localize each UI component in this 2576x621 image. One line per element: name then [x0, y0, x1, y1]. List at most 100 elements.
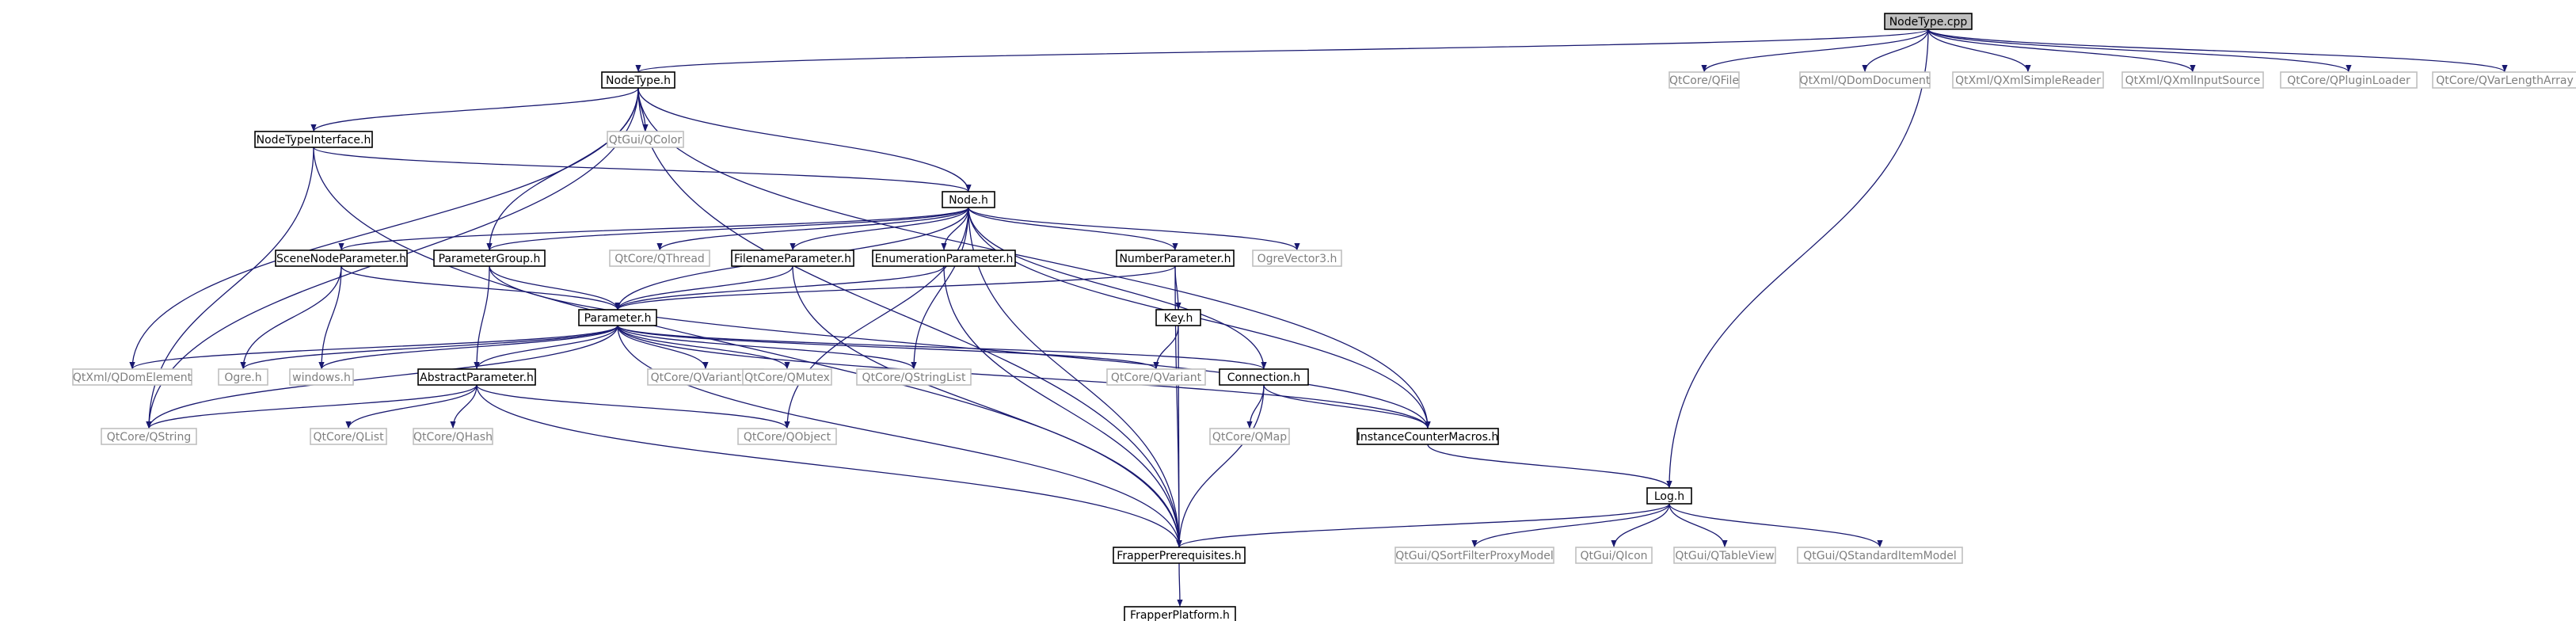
node-box[interactable]	[578, 309, 657, 326]
node-box[interactable]	[417, 368, 536, 386]
node-label: InstanceCounterMacros.h	[1357, 431, 1498, 444]
node-node-h[interactable]: Node.h	[942, 191, 995, 208]
node-frapperplatform-h[interactable]: FrapperPlatform.h	[1124, 606, 1236, 621]
node-qhash: QtCore/QHash	[413, 428, 493, 445]
node-box	[101, 428, 197, 445]
node-box[interactable]	[1116, 250, 1235, 267]
edge-parameter_h-to-qdomelement	[129, 325, 618, 370]
node-qobject: QtCore/QObject	[737, 428, 837, 445]
node-label: windows.h	[292, 371, 351, 384]
node-enumerationparameter-h[interactable]: EnumerationParameter.h	[872, 250, 1016, 267]
node-label: QtCore/QList	[313, 431, 384, 444]
edge-frapperprerequisites_h-to-frapperplatform_h	[1177, 562, 1183, 608]
node-label: QtXml/QDomElement	[73, 371, 192, 384]
node-scenenodeparameter-h[interactable]: SceneNodeParameter.h	[275, 250, 408, 267]
node-box	[218, 368, 268, 386]
edge-abstractparameter_h-to-qobject	[476, 384, 790, 429]
edge-nodetype_h-to-qdomelement	[129, 87, 639, 370]
node-box[interactable]	[731, 250, 854, 267]
node-key-h[interactable]: Key.h	[1155, 309, 1201, 326]
node-label: QtCore/QMap	[1212, 431, 1287, 444]
node-label: FilenameParameter.h	[734, 253, 851, 265]
edge-parameter_h-to-qvariant	[617, 325, 1159, 370]
node-abstractparameter-h[interactable]: AbstractParameter.h	[417, 368, 536, 386]
edge-scenenodeparameter_h-to-windows_h	[318, 265, 342, 370]
node-nodetype-cpp[interactable]: NodeType.cpp	[1884, 13, 1973, 30]
node-filenameparameter-h[interactable]: FilenameParameter.h	[731, 250, 854, 267]
node-box	[1669, 71, 1740, 89]
edge-nodetype_cpp-to-nodetype_h	[635, 29, 1929, 73]
node-label: QtCore/QPluginLoader	[2287, 74, 2410, 87]
edge-enumerationparameter_h-to-parameter_h	[615, 265, 945, 310]
node-box	[1252, 250, 1342, 267]
node-parametergroup-h[interactable]: ParameterGroup.h	[433, 250, 546, 267]
node-label: NodeType.cpp	[1889, 16, 1968, 29]
edge-parameter_h-to-instancecountermacros_h	[617, 325, 1431, 429]
edge-filenameparameter_h-to-parameter_h	[615, 265, 793, 310]
node-box	[2432, 71, 2576, 89]
node-frapperprerequisites-h[interactable]: FrapperPrerequisites.h	[1113, 547, 1246, 564]
edge-nodetypeinterface_h-to-node_h	[313, 147, 972, 192]
edge-nodetype_cpp-to-qfile	[1701, 29, 1929, 73]
edge-node_h-to-frapperprerequisites_h	[968, 207, 1182, 548]
node-label: QtCore/QHash	[413, 431, 493, 444]
edge-connection_h-to-frapperprerequisites_h	[1176, 384, 1265, 548]
node-parameter-h[interactable]: Parameter.h	[578, 309, 657, 326]
node-box	[609, 250, 710, 267]
node-qcolor: QtGui/QColor	[607, 131, 684, 148]
edge-filenameparameter_h-to-frapperprerequisites_h	[792, 265, 1182, 548]
node-qpluginloader: QtCore/QPluginLoader	[2280, 71, 2418, 89]
edge-log_h-to-frapperprerequisites_h	[1176, 503, 1670, 548]
node-box	[1952, 71, 2104, 89]
node-box[interactable]	[1356, 428, 1499, 445]
node-box	[742, 368, 832, 386]
edge-parametergroup_h-to-parameter_h	[489, 265, 621, 310]
edge-node_h-to-qstringlist	[911, 207, 969, 370]
node-label: QtCore/QStringList	[862, 371, 966, 384]
node-box	[1575, 547, 1653, 564]
node-box[interactable]	[942, 191, 995, 208]
edge-scenenodeparameter_h-to-parameter_h	[341, 265, 621, 310]
node-nodetype-h[interactable]: NodeType.h	[601, 71, 675, 89]
node-qtableview: QtGui/QTableView	[1673, 547, 1776, 564]
node-box[interactable]	[1219, 368, 1309, 386]
node-box	[2121, 71, 2264, 89]
node-qxmlinputsource: QtXml/QXmlInputSource	[2121, 71, 2264, 89]
node-box[interactable]	[872, 250, 1016, 267]
node-box[interactable]	[1124, 606, 1236, 621]
node-qdomelement: QtXml/QDomElement	[72, 368, 192, 386]
node-box	[1799, 71, 1931, 89]
node-box	[1209, 428, 1290, 445]
edge-nodetype_cpp-to-qdomdocument	[1862, 29, 1929, 73]
edge-log_h-to-qicon	[1611, 503, 1670, 548]
node-box[interactable]	[433, 250, 546, 267]
node-qvarlengtharray: QtCore/QVarLengthArray	[2432, 71, 2576, 89]
edge-log_h-to-qstandarditemmodel	[1669, 503, 1883, 548]
node-instancecountermacros-h[interactable]: InstanceCounterMacros.h	[1356, 428, 1499, 445]
node-qvariantlist: QtCore/QVariantList	[647, 368, 764, 386]
node-box[interactable]	[1113, 547, 1246, 564]
node-box[interactable]	[275, 250, 408, 267]
node-box[interactable]	[1155, 309, 1201, 326]
node-box[interactable]	[254, 131, 373, 148]
node-label: Ogre.h	[224, 371, 261, 384]
node-box[interactable]	[601, 71, 675, 89]
edge-nodetype_h-to-node_h	[637, 87, 972, 192]
edge-node_h-to-scenenodeparameter_h	[338, 207, 969, 251]
node-qmap: QtCore/QMap	[1209, 428, 1290, 445]
node-log-h[interactable]: Log.h	[1646, 487, 1692, 505]
edge-abstractparameter_h-to-qstring	[146, 384, 478, 429]
edge-abstractparameter_h-to-frapperprerequisites_h	[476, 384, 1182, 548]
node-label: Node.h	[949, 194, 988, 207]
node-label: QtGui/QStandardItemModel	[1803, 550, 1956, 562]
edge-parameter_h-to-qstring	[146, 325, 618, 429]
node-connection-h[interactable]: Connection.h	[1219, 368, 1309, 386]
node-label: FrapperPlatform.h	[1130, 609, 1230, 621]
node-box[interactable]	[1646, 487, 1692, 505]
edge-parameter_h-to-connection_h	[617, 325, 1267, 370]
node-nodetypeinterface-h[interactable]: NodeTypeInterface.h	[254, 131, 373, 148]
node-numberparameter-h[interactable]: NumberParameter.h	[1116, 250, 1235, 267]
node-box[interactable]	[1884, 13, 1973, 30]
